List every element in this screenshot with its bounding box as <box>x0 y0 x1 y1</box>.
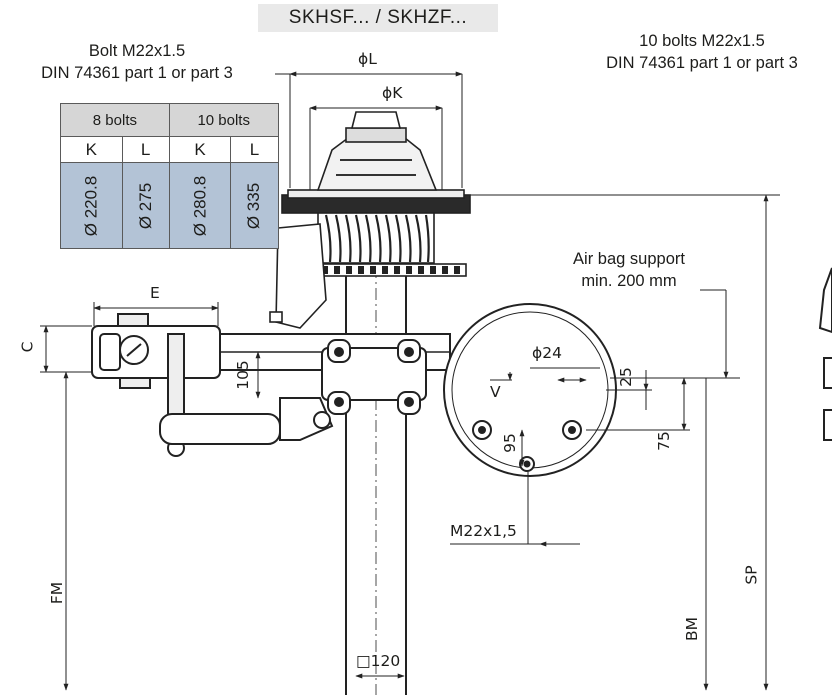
bolt-table-col-l: L <box>230 136 279 163</box>
bolt-note-left-line1: Bolt M22x1.5 <box>88 42 186 60</box>
bolt-note-left-line2: DIN 74361 part 1 or part 3 <box>41 64 233 82</box>
bolt-table-group-8: 8 bolts <box>60 103 170 137</box>
dim-v: V <box>490 383 501 401</box>
dim-phi-k: ϕK <box>382 84 403 102</box>
dim-phi24: ϕ24 <box>532 344 562 362</box>
clamp-plate <box>321 339 427 415</box>
dim-25: 25 <box>616 367 635 387</box>
bolt-value: Ø 275 <box>135 182 155 229</box>
dim-e: E <box>150 284 160 302</box>
bolt-table-col-k: K <box>168 136 232 163</box>
dim-95: 95 <box>500 433 519 453</box>
bolt-note-right-line1: 10 bolts M22x1.5 <box>639 32 765 50</box>
bolt-table-cell: Ø 280.8 <box>168 162 232 249</box>
air-bag-plate <box>443 303 617 477</box>
air-bag-note-line1: Air bag support <box>573 250 685 268</box>
bolt-table: 8 bolts 10 bolts K L K L Ø 220.8 Ø 275 Ø… <box>60 103 279 249</box>
dim-75: 75 <box>654 431 673 451</box>
dim-fm: FM <box>48 581 67 605</box>
bolt-table-cell: Ø 275 <box>121 162 170 249</box>
dim-square-120: □120 <box>356 652 401 670</box>
bolt-note-left: Bolt M22x1.5 DIN 74361 part 1 or part 3 <box>2 40 272 84</box>
wheel-hub <box>269 111 471 329</box>
right-cropped-parts <box>818 267 832 441</box>
bolt-table-col-k: K <box>60 136 123 163</box>
bolt-value: Ø 220.8 <box>81 175 101 236</box>
bolt-table-cell: Ø 335 <box>230 162 279 249</box>
air-bag-note: Air bag support min. 200 mm <box>544 248 714 292</box>
dim-c: C <box>18 341 37 353</box>
dim-bm: BM <box>683 616 702 642</box>
dim-m22: M22x1,5 <box>450 522 517 540</box>
drawing-title: SKHSF... / SKHZF... <box>258 4 498 32</box>
axle-tube <box>345 199 407 695</box>
dim-phi-l: ϕL <box>358 50 377 68</box>
dim-sp: SP <box>742 565 761 585</box>
bolt-table-cell: Ø 220.8 <box>60 162 123 249</box>
bolt-note-right-line2: DIN 74361 part 1 or part 3 <box>606 54 798 72</box>
bolt-table-group-10: 10 bolts <box>168 103 279 137</box>
bolt-value: Ø 280.8 <box>190 175 210 236</box>
air-bag-note-line2: min. 200 mm <box>581 272 677 290</box>
bolt-value: Ø 335 <box>244 182 264 229</box>
bolt-table-col-l: L <box>121 136 170 163</box>
dimension-lines <box>40 71 780 691</box>
dim-105: 105 <box>233 360 252 390</box>
bolt-note-right: 10 bolts M22x1.5 DIN 74361 part 1 or par… <box>572 30 832 74</box>
